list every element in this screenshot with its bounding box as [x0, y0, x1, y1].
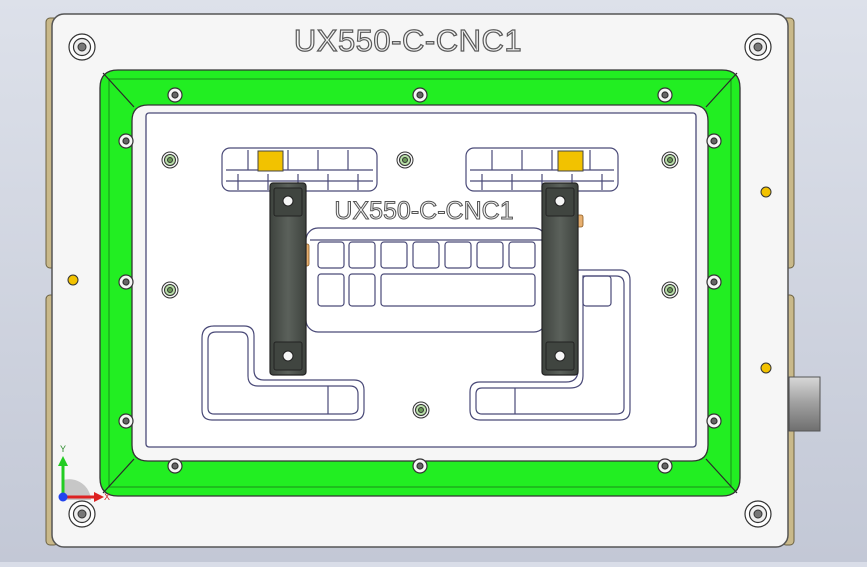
y-axis-label: Y	[60, 444, 66, 454]
corner-screw-br	[744, 500, 772, 528]
axis-triad: Y X	[58, 444, 110, 502]
cable-connector[interactable]	[788, 376, 821, 432]
outer-model-label: UX550-C-CNC1	[294, 23, 522, 58]
pad-left	[257, 150, 284, 172]
z-axis-dot	[58, 492, 68, 502]
gasket-screws	[118, 87, 722, 474]
inner-model-label: UX550-C-CNC1	[334, 197, 513, 225]
pad-right	[557, 150, 584, 172]
cavity-right	[469, 269, 631, 421]
clamp-handle-left[interactable]	[269, 182, 307, 376]
side-locator-dots	[67, 186, 772, 374]
x-axis-label: X	[104, 492, 110, 502]
corner-screw-bl	[68, 500, 96, 528]
clamp-handle-right[interactable]	[541, 182, 579, 376]
cavity-left	[201, 325, 365, 421]
gasket-frame	[99, 69, 741, 497]
locating-pins	[161, 151, 679, 419]
corner-screw-tr	[744, 33, 772, 61]
nest-plate	[145, 112, 697, 448]
corner-screw-tl	[68, 33, 96, 61]
